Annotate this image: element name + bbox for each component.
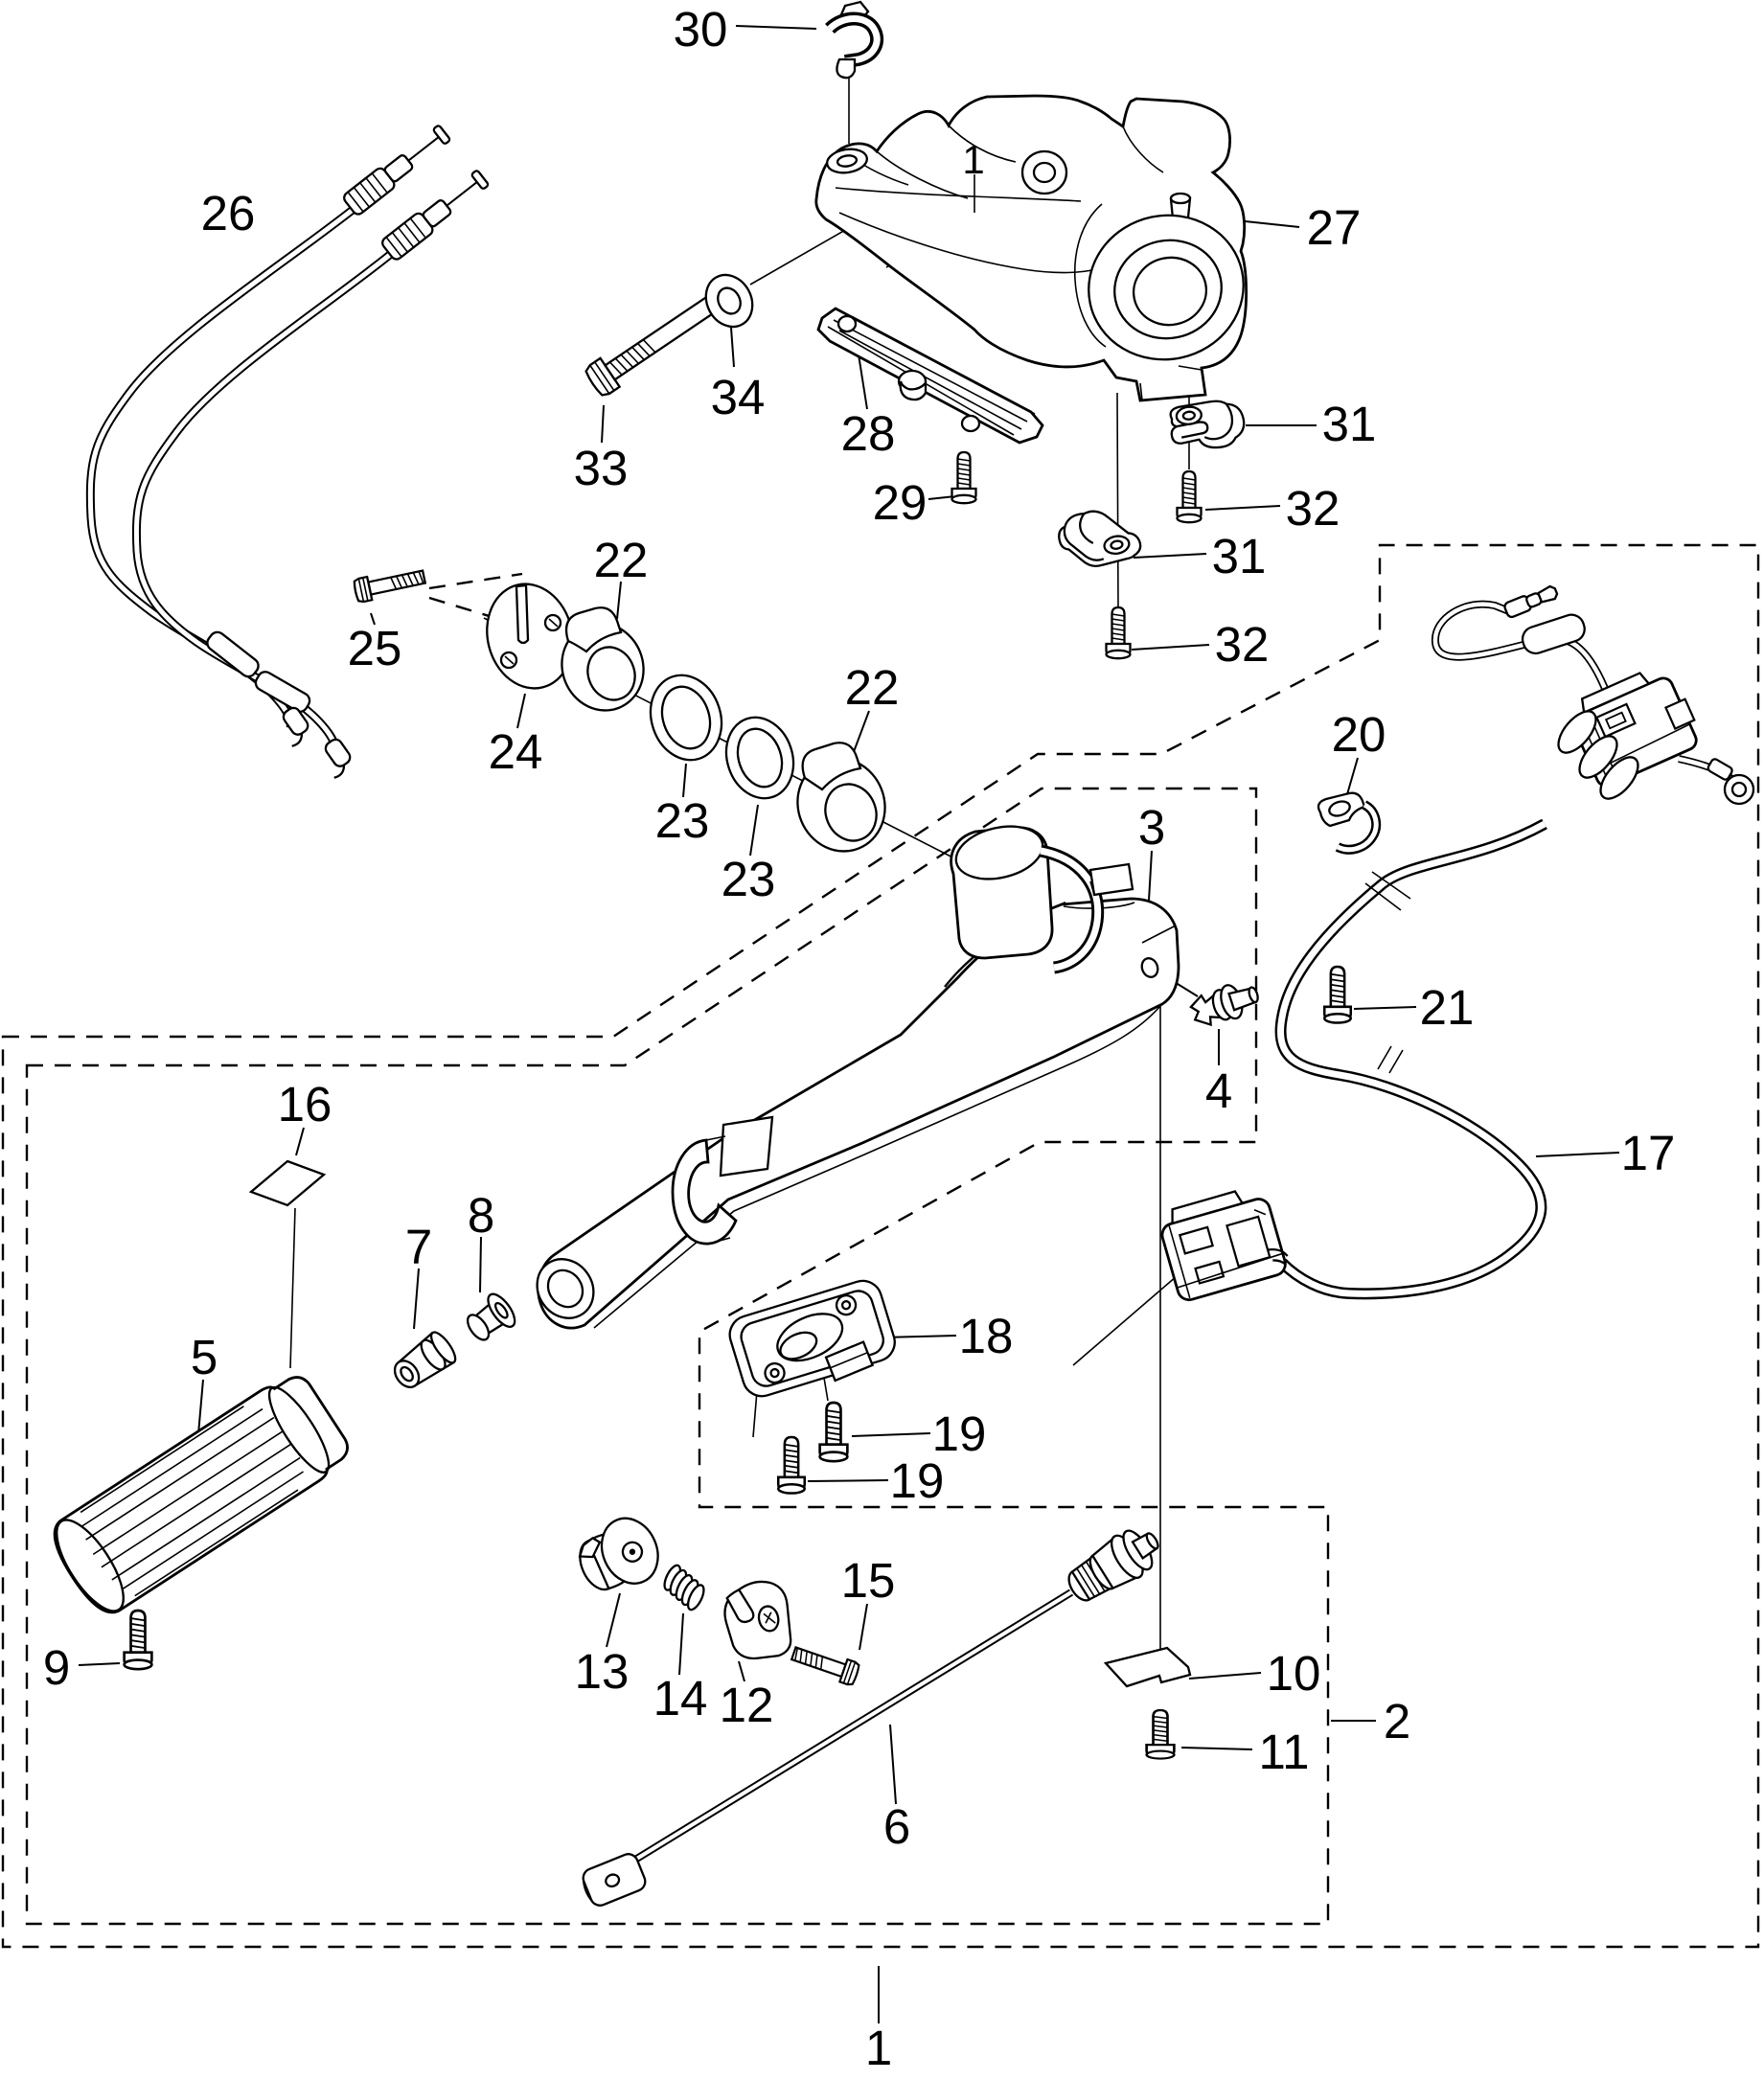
- svg-text:4: 4: [1205, 1063, 1232, 1118]
- svg-text:22: 22: [845, 660, 900, 715]
- svg-text:12: 12: [720, 1678, 774, 1732]
- svg-text:8: 8: [468, 1188, 494, 1243]
- svg-text:26: 26: [201, 186, 256, 240]
- svg-text:21: 21: [1420, 980, 1475, 1035]
- svg-text:32: 32: [1286, 481, 1340, 536]
- svg-text:1: 1: [962, 137, 984, 182]
- svg-text:28: 28: [841, 406, 896, 461]
- svg-text:31: 31: [1322, 397, 1377, 451]
- svg-text:19: 19: [932, 1406, 987, 1461]
- svg-text:27: 27: [1307, 200, 1362, 255]
- svg-text:23: 23: [722, 852, 776, 906]
- svg-text:13: 13: [575, 1644, 630, 1699]
- svg-text:18: 18: [959, 1309, 1014, 1363]
- svg-text:17: 17: [1621, 1126, 1676, 1180]
- svg-text:1: 1: [865, 2021, 892, 2075]
- svg-text:3: 3: [1138, 800, 1165, 855]
- svg-text:19: 19: [890, 1453, 945, 1508]
- svg-text:2: 2: [1384, 1694, 1410, 1749]
- svg-text:9: 9: [43, 1640, 70, 1695]
- svg-text:11: 11: [1259, 1725, 1310, 1779]
- svg-text:6: 6: [883, 1799, 910, 1854]
- svg-text:34: 34: [711, 370, 766, 424]
- svg-text:7: 7: [405, 1220, 432, 1274]
- svg-text:16: 16: [278, 1077, 332, 1131]
- svg-text:15: 15: [841, 1553, 896, 1608]
- svg-text:24: 24: [489, 724, 543, 779]
- svg-text:33: 33: [574, 441, 629, 495]
- svg-text:14: 14: [653, 1671, 708, 1726]
- svg-text:5: 5: [191, 1330, 218, 1384]
- svg-text:25: 25: [348, 621, 402, 675]
- svg-text:20: 20: [1332, 707, 1386, 762]
- svg-text:22: 22: [594, 533, 649, 587]
- svg-text:32: 32: [1215, 617, 1270, 672]
- svg-text:29: 29: [873, 475, 928, 530]
- svg-text:31: 31: [1212, 529, 1267, 583]
- svg-text:23: 23: [655, 793, 710, 848]
- svg-text:10: 10: [1267, 1646, 1321, 1701]
- svg-text:30: 30: [674, 2, 728, 57]
